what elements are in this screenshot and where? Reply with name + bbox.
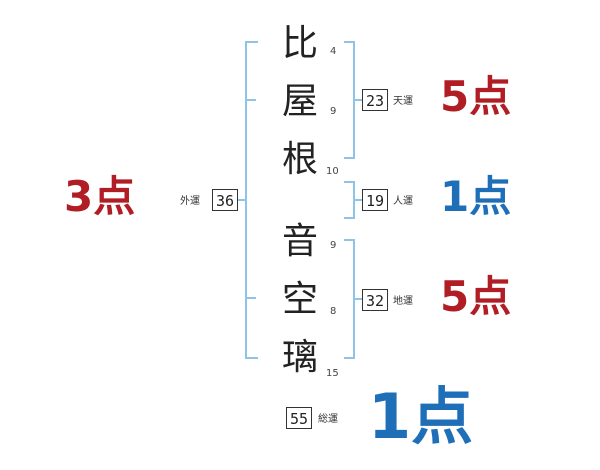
stroke-count-4: 9 (330, 240, 337, 251)
gai-luck-value: 36 (212, 189, 238, 211)
gai-luck-score: 3点 (64, 172, 136, 221)
jin-luck-value: 19 (362, 189, 388, 211)
stroke-count-2: 9 (330, 106, 337, 117)
name-char-3: 根 (281, 139, 318, 180)
stroke-count-6: 15 (326, 368, 339, 379)
chi-bracket (344, 239, 355, 359)
chi-luck-value: 32 (362, 289, 388, 311)
so-luck-value: 55 (286, 407, 312, 429)
gai-luck-label: 外運 (180, 196, 200, 207)
name-char-5: 空 (281, 279, 318, 320)
jin-bracket (344, 181, 355, 219)
ten-bracket (344, 41, 355, 159)
stroke-count-3: 10 (326, 166, 339, 177)
name-char-4: 音 (281, 221, 318, 262)
chi-luck-score: 5点 (440, 272, 512, 321)
outer-bracket (245, 41, 258, 359)
ten-luck-value: 23 (362, 89, 388, 111)
so-luck-label: 総運 (318, 414, 338, 425)
name-char-1: 比 (281, 23, 318, 64)
stroke-count-5: 8 (330, 306, 337, 317)
jin-luck-label: 人運 (393, 196, 413, 207)
ten-luck-label: 天運 (393, 96, 413, 107)
ten-luck-score: 5点 (440, 72, 512, 121)
name-char-6: 璃 (281, 337, 318, 378)
so-luck-score: 1点 (368, 380, 474, 453)
name-char-2: 屋 (281, 81, 318, 122)
stroke-count-1: 4 (330, 46, 337, 57)
jin-luck-score: 1点 (440, 172, 512, 221)
chi-luck-label: 地運 (393, 296, 413, 307)
